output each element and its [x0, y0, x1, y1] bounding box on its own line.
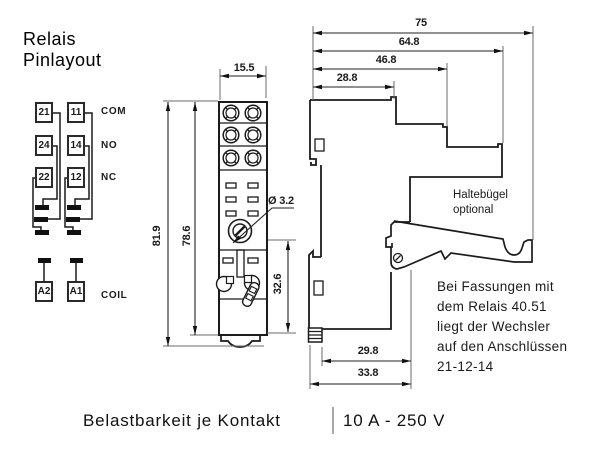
note-line-3: liegt der Wechsler: [437, 319, 551, 334]
dim-height-78-6: 78.6: [181, 225, 193, 247]
pin-slots: [225, 182, 259, 217]
contact-label-com: COM: [101, 106, 127, 117]
terminal-box-12: 12: [67, 167, 85, 188]
dim-bottom-29-8: 29.8: [357, 345, 379, 357]
note-line-4: auf den Anschlüssen: [437, 339, 568, 354]
din-clip-drawing: [385, 220, 533, 270]
lower-slots: [222, 249, 259, 278]
dim-depth-46-8: 46.8: [375, 54, 397, 66]
clip-annotation-line-2: optional: [453, 204, 494, 216]
terminal-box-a1: A1: [67, 281, 85, 302]
contact-label-coil: COIL: [101, 290, 128, 301]
pinlayout-schematic: [32, 112, 93, 282]
dimension-lines: [163, 26, 534, 389]
rating-value: 10 A - 250 V: [343, 411, 446, 430]
rating-separator: [332, 407, 334, 434]
title-line-2: Pinlayout: [23, 50, 102, 70]
dim-depth-75: 75: [415, 17, 427, 29]
dim-depth-28-8: 28.8: [336, 72, 358, 84]
dim-depth-64-8: 64.8: [398, 36, 420, 48]
note-line-1: Bei Fassungen mit: [437, 279, 554, 294]
front-view-drawing: [215, 101, 268, 348]
contact-label-no: NO: [101, 140, 118, 151]
rating-label: Belastbarkeit je Kontakt: [83, 411, 281, 430]
front-foot: [220, 335, 261, 348]
terminal-box-a2: A2: [35, 281, 53, 302]
dim-width-15-5: 15.5: [233, 62, 255, 74]
dim-height-81-9: 81.9: [151, 225, 163, 247]
terminal-box-22: 22: [35, 167, 53, 188]
terminal-box-11: 11: [67, 102, 85, 123]
title-line-1: Relais: [23, 29, 77, 49]
clip-annotation-line-1: Haltebügel: [453, 189, 508, 201]
terminal-box-14: 14: [67, 135, 85, 156]
terminal-box-24: 24: [35, 135, 53, 156]
side-view-drawing: [307, 96, 533, 343]
relay-note: Bei Fassungen mit dem Relais 40.51 liegt…: [437, 277, 567, 377]
dim-hole-diameter: Ø 3.2: [268, 195, 294, 207]
terminal-box-21: 21: [35, 102, 53, 123]
dim-bottom-33-8: 33.8: [357, 367, 379, 379]
note-line-2: dem Relais 40.51: [437, 299, 547, 314]
dim-lower-32-6: 32.6: [272, 273, 284, 295]
clip-annotation: Haltebügel optional: [453, 188, 508, 218]
din-clamp-foot: [307, 327, 323, 343]
latch-detail: [215, 274, 261, 308]
page-title: Relais Pinlayout: [23, 29, 102, 71]
note-line-5: 21-12-14: [437, 359, 494, 374]
contact-label-nc: NC: [101, 172, 117, 183]
